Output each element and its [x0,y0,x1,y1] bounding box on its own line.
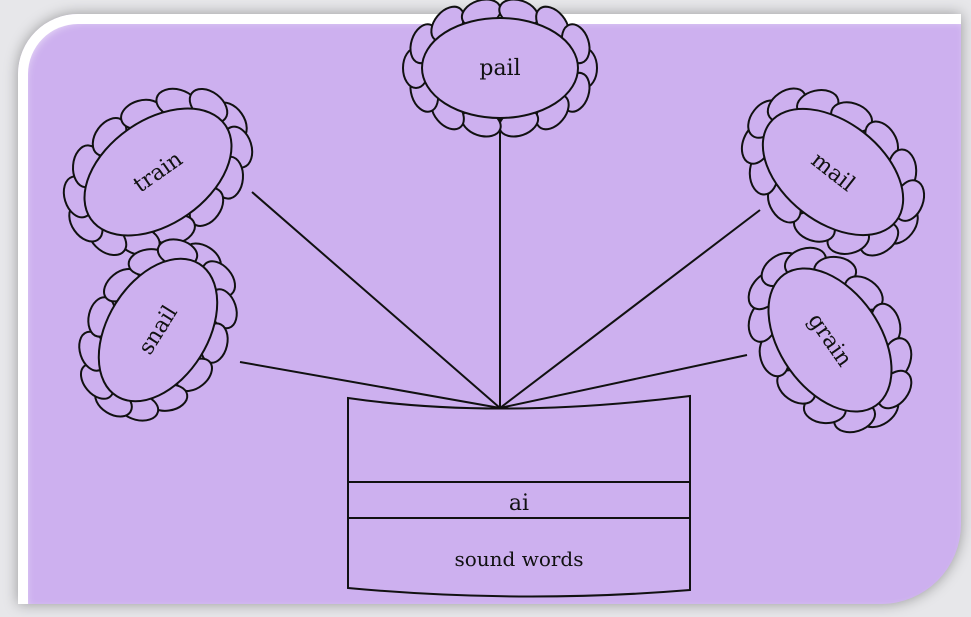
stem-train [251,191,501,409]
stem-grain [499,354,748,409]
flower-center [421,17,579,119]
stem-mail [499,209,761,409]
pot-caption-label: sound words [454,547,583,571]
pot [347,394,691,598]
flower-center [761,107,905,237]
flower-label-pail: pail [479,56,520,81]
flower-grain: grain [747,246,913,434]
pot-outline [347,394,691,598]
flower-mail: mail [740,87,926,257]
flower-pail: pail [402,0,598,138]
stems [239,118,761,409]
flower-train: train [62,87,254,257]
pot-sound-label: ai [509,491,529,516]
stem-snail [239,361,501,409]
flower-snail: snail [78,238,238,422]
flower-center [767,267,893,413]
flower-center [83,107,233,237]
